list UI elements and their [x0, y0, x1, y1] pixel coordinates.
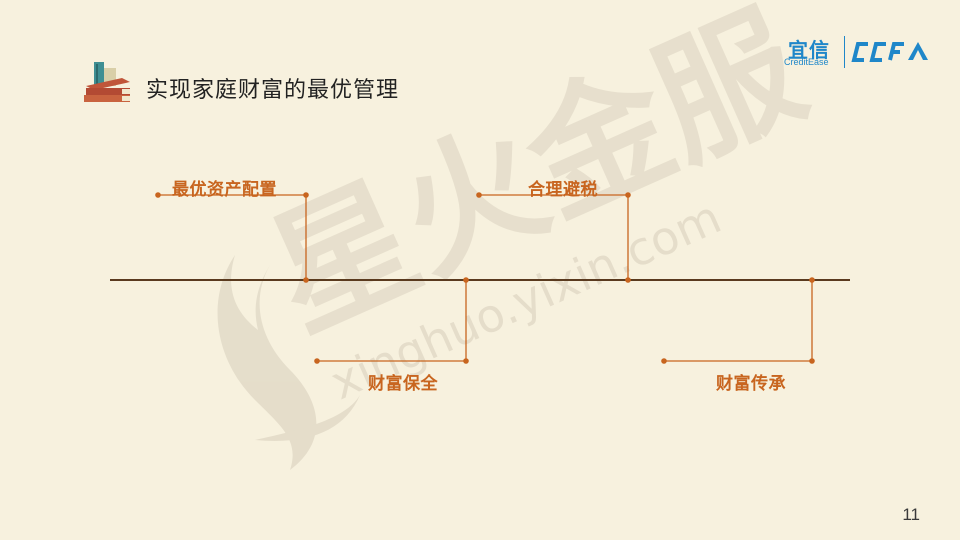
timeline-connector-4 — [661, 277, 815, 364]
timeline-connector-3 — [314, 277, 469, 364]
timeline-connector-1 — [155, 192, 309, 283]
logo-en-text: CreditEase — [784, 57, 829, 67]
timeline-label-tax-planning: 合理避税 — [528, 180, 598, 200]
timeline-label-wealth-inheritance: 财富传承 — [716, 374, 786, 394]
creditease-ccfa-logo: 宜信 CreditEase — [782, 34, 932, 70]
timeline-connector-2 — [476, 192, 631, 283]
timeline-label-wealth-preservation: 财富保全 — [368, 374, 438, 394]
page-title: 实现家庭财富的最优管理 — [146, 78, 400, 103]
page-number: 11 — [902, 505, 920, 524]
logo-cn-text: 宜信 — [788, 38, 830, 62]
timeline-label-asset-allocation: 最优资产配置 — [172, 180, 277, 200]
logo-separator — [844, 36, 845, 68]
books-icon — [84, 62, 130, 102]
ccfa-logo-mark — [851, 42, 928, 62]
